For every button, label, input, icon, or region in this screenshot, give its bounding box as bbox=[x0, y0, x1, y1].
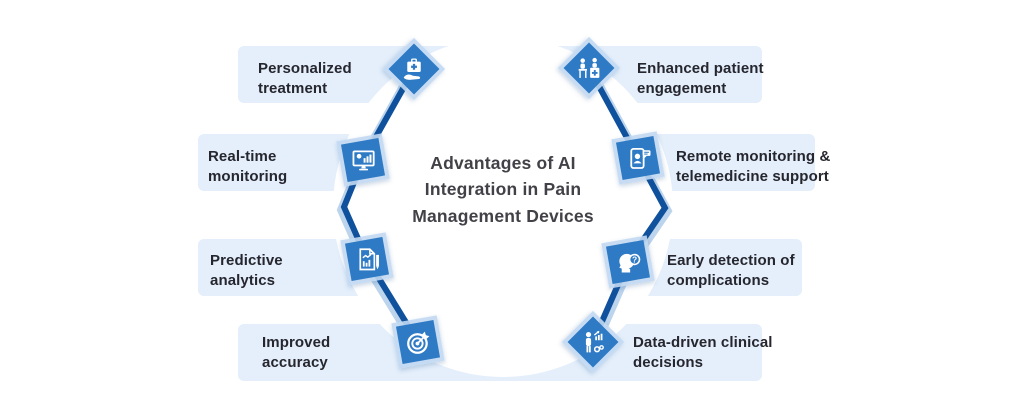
label-data-driven-decisions: Data-driven clinical decisions bbox=[633, 334, 773, 371]
page-title: Advantages of AI Integration in Pain Man… bbox=[412, 153, 594, 226]
label-personalized-treatment: Personalized treatment bbox=[258, 60, 352, 97]
head-question-icon: ? bbox=[618, 253, 640, 273]
target-dart-icon bbox=[406, 331, 429, 354]
monitor-chart-icon bbox=[351, 150, 375, 171]
svg-text:?: ? bbox=[631, 254, 636, 264]
personalized-treatment-diamond bbox=[382, 37, 446, 101]
label-remote-monitoring: Remote monitoring & telemedicine support bbox=[676, 148, 831, 185]
clinician-analytics-icon bbox=[585, 330, 604, 352]
patient-reception-icon bbox=[578, 57, 600, 78]
label-early-detection: Early detection of complications bbox=[667, 252, 795, 289]
label-predictive-analytics: Predictive analytics bbox=[210, 252, 283, 289]
remote-monitoring-diamond bbox=[611, 131, 665, 185]
first-aid-hand-icon bbox=[403, 57, 421, 80]
report-pencil-icon bbox=[358, 248, 379, 270]
data-driven-decisions-diamond bbox=[561, 310, 625, 374]
enhanced-patient-engagement-diamond bbox=[557, 36, 621, 100]
telemedicine-phone-icon bbox=[629, 147, 650, 169]
early-detection-diamond: ? bbox=[601, 235, 655, 289]
label-enhanced-patient-engagement: Enhanced patient engagement bbox=[637, 60, 764, 97]
improved-accuracy-diamond bbox=[391, 315, 445, 369]
label-improved-accuracy: Improved accuracy bbox=[262, 334, 331, 371]
predictive-analytics-diamond bbox=[340, 232, 394, 286]
real-time-monitoring-diamond bbox=[336, 133, 390, 187]
label-real-time-monitoring: Real-time monitoring bbox=[208, 148, 288, 185]
